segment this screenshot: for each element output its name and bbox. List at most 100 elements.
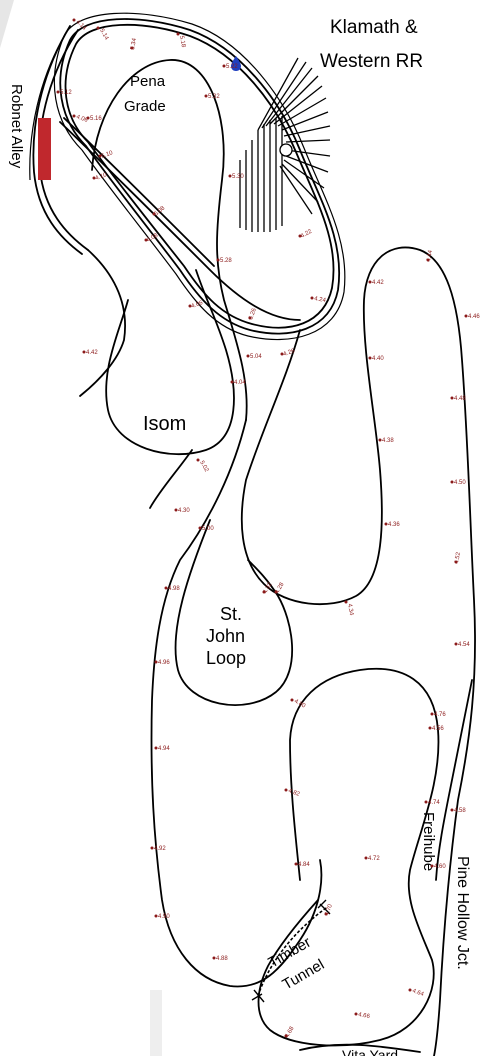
milepost-dot: [408, 988, 412, 992]
milepost-label: 4.88: [216, 956, 228, 962]
milepost-label: 4.98: [168, 586, 180, 592]
milepost-dot: [262, 590, 266, 594]
milepost-dot: [368, 356, 372, 360]
robnet-label: Robnet Alley: [8, 84, 25, 169]
milepost-label: 4.32: [263, 581, 274, 595]
milepost-label: 4.60: [434, 864, 446, 870]
milepost-label: 4.42: [86, 350, 98, 356]
milepost-dot: [430, 864, 434, 868]
milepost-label: 4.48: [454, 396, 466, 402]
milepost-dot: [174, 508, 178, 512]
milepost-dot: [96, 26, 100, 30]
milepost-label: 5.02: [198, 460, 209, 474]
freihube-label: Freihube: [420, 812, 437, 871]
milepost-dot: [364, 856, 368, 860]
milepost-dot: [284, 788, 288, 792]
milepost-label: 4.44: [426, 249, 434, 262]
vita-yard-label: Vita Yard: [342, 1047, 398, 1056]
milepost-dot: [228, 174, 232, 178]
milepost-dot: [344, 600, 348, 604]
vita-yard-lead: [299, 1043, 421, 1053]
milepost-label: 5.16: [90, 116, 102, 122]
water-drop-icon: [231, 56, 241, 71]
milepost-dot: [72, 114, 76, 118]
milepost-dot: [92, 176, 96, 180]
milepost-label: 4.40: [372, 356, 384, 362]
milepost-dot: [274, 590, 278, 594]
milepost-dot: [188, 304, 192, 308]
milepost-dot: [154, 914, 158, 918]
milepost-label: 4.06: [75, 114, 89, 124]
milepost-dot: [284, 1034, 288, 1038]
milepost-label: 4.90: [158, 914, 170, 920]
milepost-label: 4.28: [275, 581, 286, 595]
isom-loop: [105, 269, 235, 456]
milepost-dot: [368, 280, 372, 284]
timber-tunnel: [257, 907, 327, 997]
tunnel-portal-top: [317, 899, 331, 915]
milepost-label: 4.74: [428, 800, 440, 806]
milepost-label: 4.26: [283, 348, 297, 358]
milepost-label: 4.92: [154, 846, 166, 852]
st-john-lead: [240, 246, 476, 1056]
isom-lead: [79, 249, 126, 397]
milepost-label: 4.42: [372, 280, 384, 286]
milepost-dot: [426, 258, 430, 262]
milepost-dot: [430, 712, 434, 716]
milepost-dot: [450, 480, 454, 484]
milepost-label: 4.54: [458, 642, 470, 648]
milepost-dot: [354, 1012, 358, 1016]
milepost-dot: [450, 808, 454, 812]
milepost-label: 4.72: [368, 856, 380, 862]
milepost-label: 5.14: [98, 28, 109, 42]
milepost-dot: [212, 956, 216, 960]
milepost-dot: [298, 234, 302, 238]
milepost-label: 4.46: [468, 314, 480, 320]
milepost-dot: [246, 354, 250, 358]
yard-fan: [239, 57, 331, 232]
milepost-label: 4.70: [324, 903, 334, 917]
milepost-dot: [152, 212, 156, 216]
milepost-dot: [130, 46, 134, 50]
milepost-label: 4.36: [388, 522, 400, 528]
milepost-dot: [294, 862, 298, 866]
crossover-track: [59, 121, 301, 321]
milepost-label: 4.58: [454, 808, 466, 814]
milepost-label: 5.28: [220, 258, 232, 264]
milepost-label: 4.04: [234, 380, 246, 386]
milepost-dot: [144, 238, 148, 242]
milepost-label: 4.64: [411, 988, 425, 998]
title-line-2: Western RR: [320, 51, 423, 72]
title-line-1: Klamath &: [330, 17, 418, 38]
milepost-label: 4.96: [158, 660, 170, 666]
milepost-label: 4.94: [158, 746, 170, 752]
milepost-label: 4.30: [178, 508, 190, 514]
robnet-siding-marker: [38, 118, 51, 180]
tunnel-portal-bottom: [251, 989, 265, 1003]
milepost-label: 4.66: [358, 1012, 371, 1020]
milepost-label: 5.30: [232, 174, 244, 180]
milepost-label: 4.22: [300, 228, 314, 239]
milepost-dot: [164, 586, 168, 590]
milepost-label: 5.22: [226, 64, 238, 70]
milepost-label: 4.10: [95, 172, 109, 182]
milepost-label: 5.12: [60, 90, 72, 96]
milepost-label: 4.52: [454, 551, 462, 564]
milepost-label: 4.80: [293, 699, 307, 710]
milepost-dot: [154, 746, 158, 750]
milepost-label: 5.32: [208, 94, 220, 100]
milepost-dot: [222, 64, 226, 68]
pine-hollow-branch: [435, 679, 473, 881]
milepost-label: 4.84: [298, 862, 310, 868]
st-john-label-2: John: [206, 626, 245, 646]
milepost-dot: [196, 458, 200, 462]
milepost-label: 4.82: [287, 788, 301, 798]
milepost-label: 4.38: [382, 438, 394, 444]
st-john-label-1: St.: [220, 604, 242, 624]
milepost-label: 4.68: [285, 1025, 296, 1039]
milepost-label: 4.24: [314, 296, 327, 304]
milepost-dot: [204, 94, 208, 98]
milepost-dot: [154, 660, 158, 664]
